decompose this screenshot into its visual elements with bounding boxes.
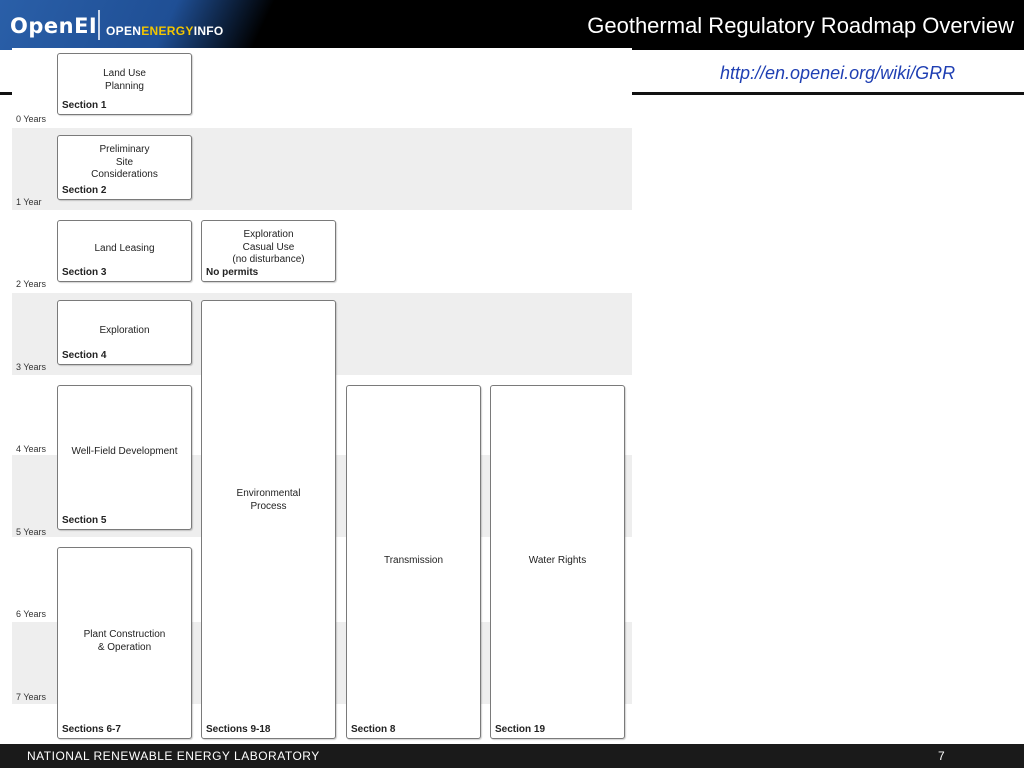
year-label: 7 Years — [16, 692, 47, 702]
year-label: 5 Years — [16, 527, 47, 537]
year-label: 0 Years — [16, 114, 47, 124]
logo-openenergyinfo-text: OPENENERGYINFO — [106, 24, 224, 38]
year-label: 3 Years — [16, 362, 47, 372]
grr-wiki-link[interactable]: http://en.openei.org/wiki/GRR — [720, 63, 956, 83]
box-preliminary-site-considerations[interactable]: Preliminary Site Considerations Section … — [57, 135, 192, 200]
box-land-use-planning[interactable]: Land Use Planning Section 1 — [57, 53, 192, 115]
logo-divider — [98, 10, 100, 40]
openei-logo[interactable]: OpenEI OPENENERGYINFO — [0, 0, 300, 50]
slide-footer: NATIONAL RENEWABLE ENERGY LABORATORY 7 — [0, 744, 1024, 768]
year-label: 6 Years — [16, 609, 47, 619]
box-exploration[interactable]: Exploration Section 4 — [57, 300, 192, 365]
year-label: 1 Year — [16, 197, 42, 207]
box-environmental-process[interactable]: Environmental Process Sections 9-18 — [201, 300, 336, 739]
year-label: 2 Years — [16, 279, 47, 289]
slide-title: Geothermal Regulatory Roadmap Overview — [587, 13, 1014, 38]
box-land-leasing[interactable]: Land Leasing Section 3 — [57, 220, 192, 282]
page-number: 7 — [938, 749, 945, 763]
box-water-rights[interactable]: Water Rights Section 19 — [490, 385, 625, 739]
box-plant-construction-operation[interactable]: Plant Construction & Operation Sections … — [57, 547, 192, 739]
slide-header: OpenEI OPENENERGYINFO Geothermal Regulat… — [0, 0, 1024, 50]
year-label: 4 Years — [16, 444, 47, 454]
regulatory-roadmap-diagram: 0 Years 1 Year 2 Years 3 Years 4 Years 5… — [12, 48, 632, 744]
logo-openei-text: OpenEI — [10, 14, 98, 38]
box-transmission[interactable]: Transmission Section 8 — [346, 385, 481, 739]
box-exploration-casual-use[interactable]: Exploration Casual Use (no disturbance) … — [201, 220, 336, 282]
footer-organization: NATIONAL RENEWABLE ENERGY LABORATORY — [27, 749, 320, 763]
box-well-field-development[interactable]: Well-Field Development Section 5 — [57, 385, 192, 530]
